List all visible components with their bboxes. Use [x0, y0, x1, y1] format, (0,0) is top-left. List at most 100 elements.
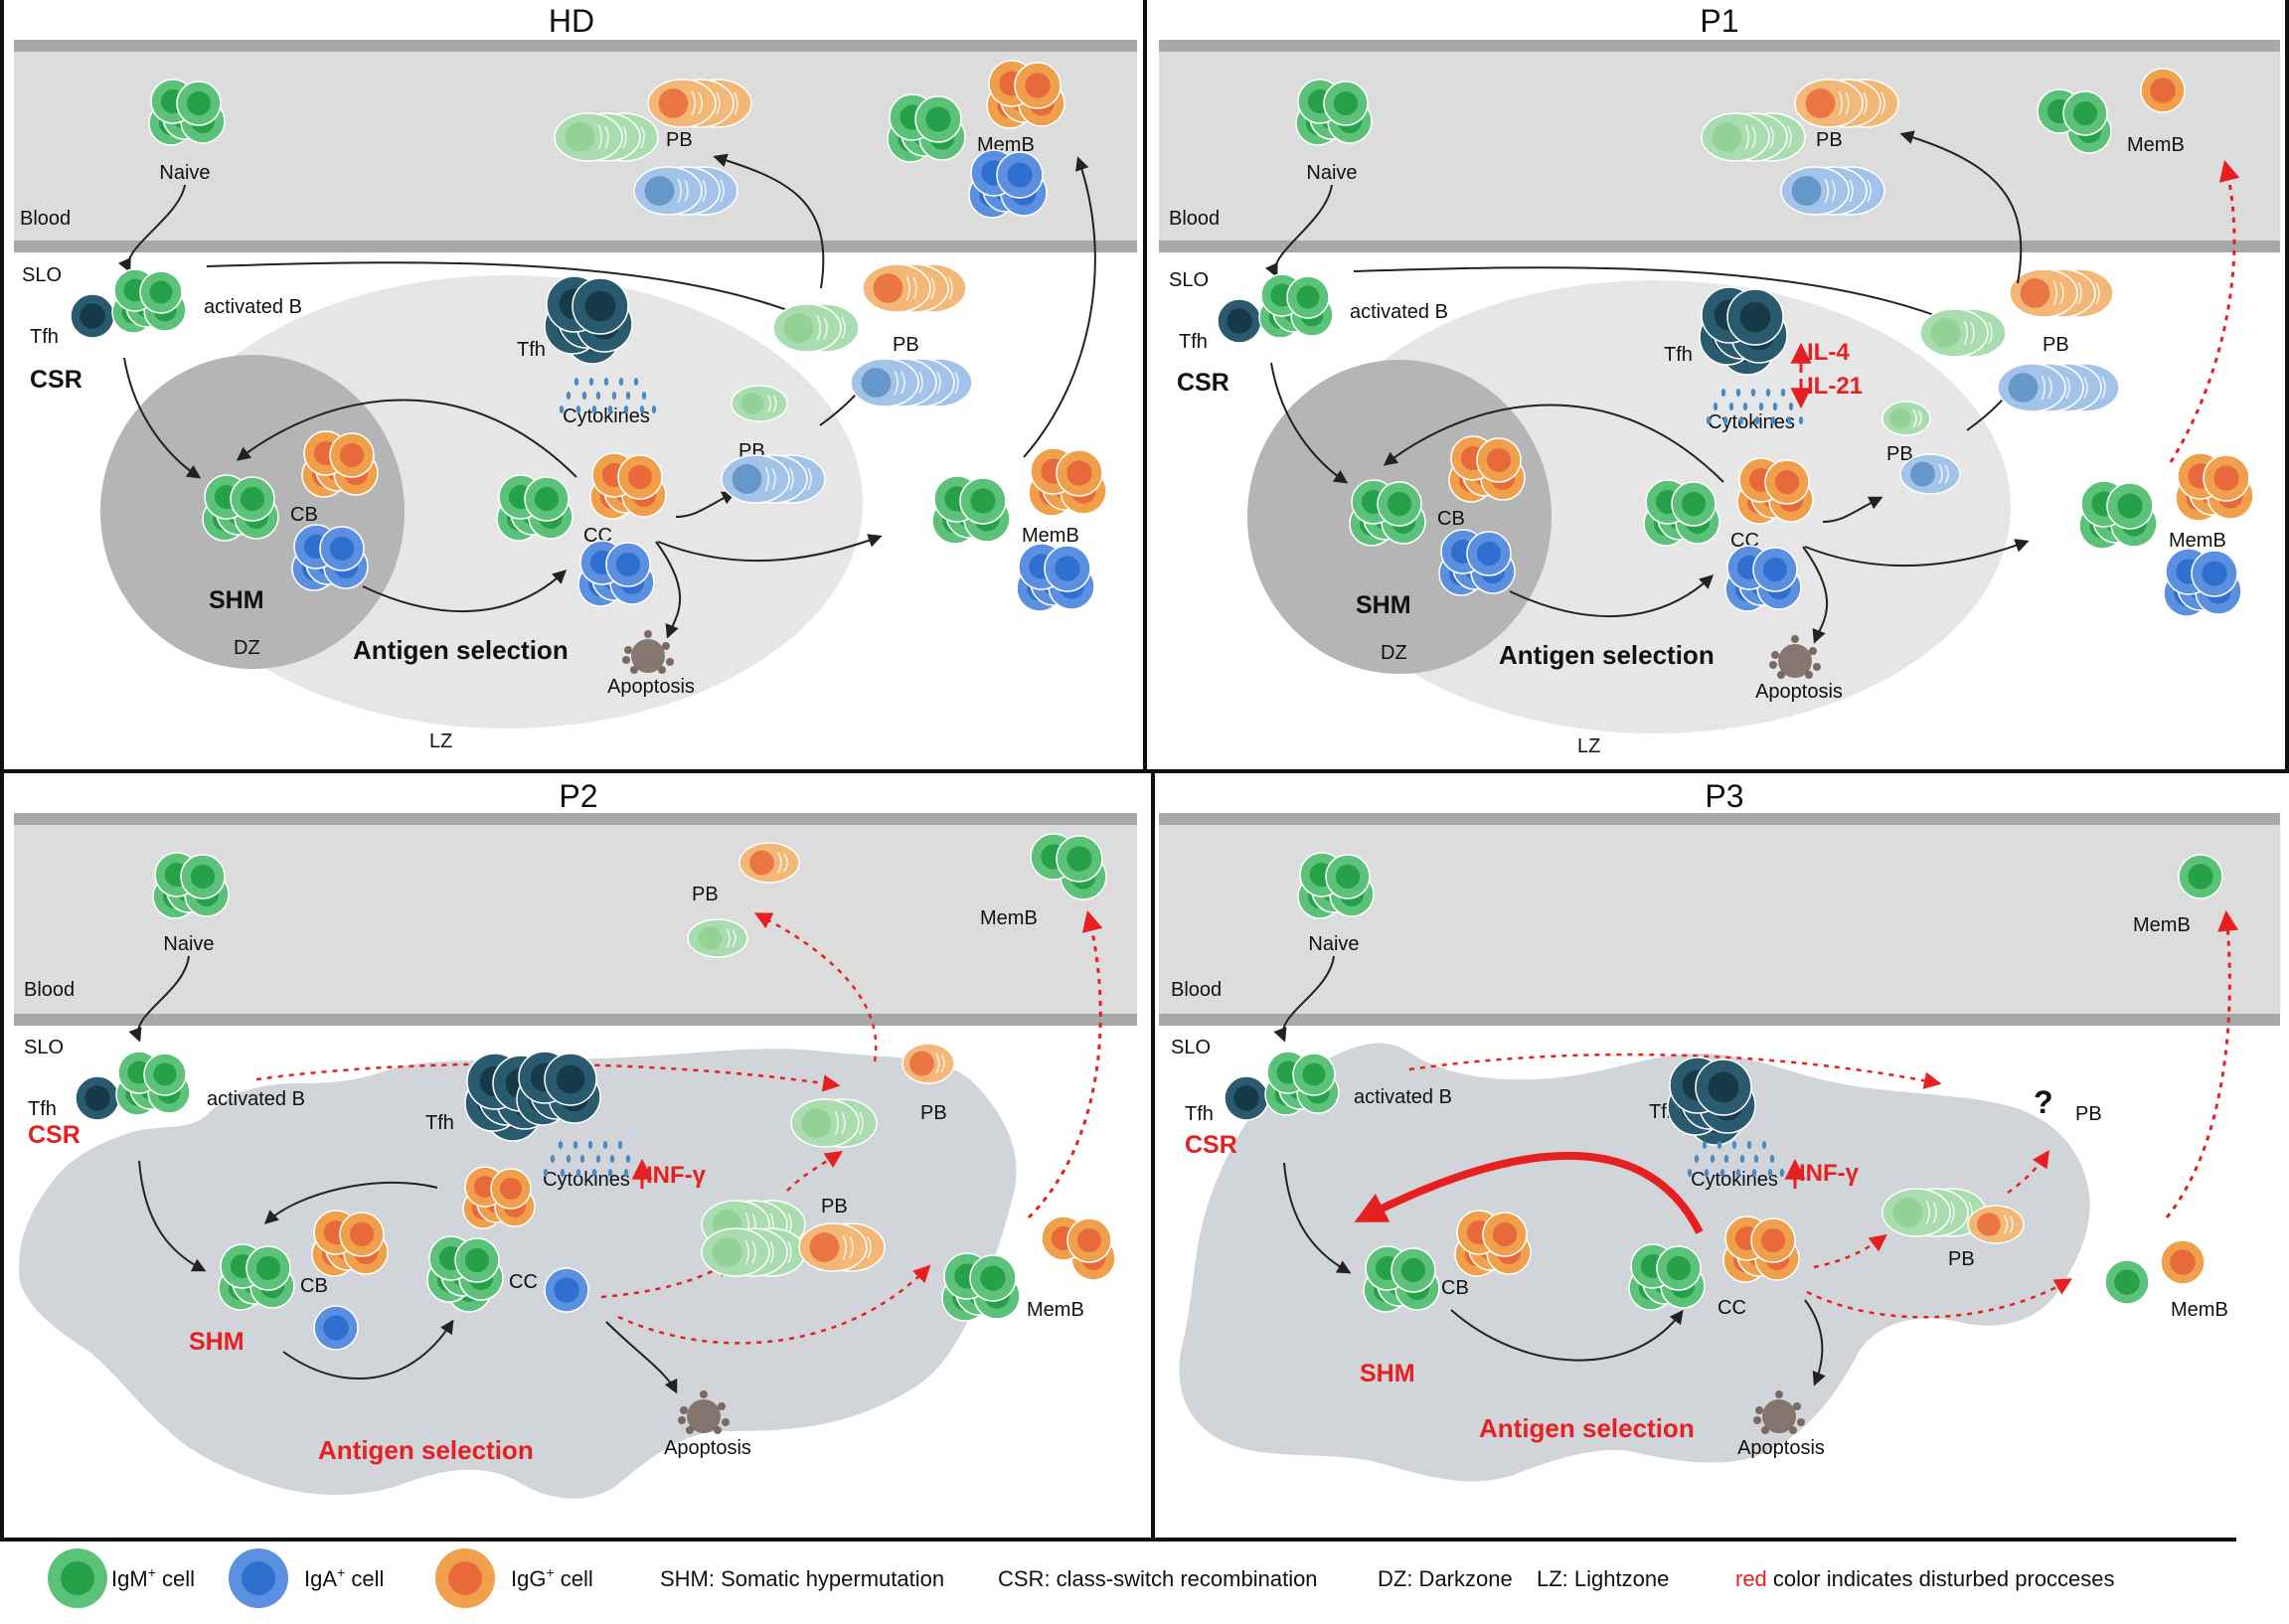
blood-label: Blood — [24, 979, 75, 1001]
cc-igm-cluster — [1643, 479, 1720, 547]
naive-b-cluster — [1297, 852, 1375, 919]
arrow — [123, 357, 202, 479]
cytokines-label: Cytokines — [1708, 411, 1795, 433]
plasma-iga — [1899, 453, 1961, 495]
panel-title: P1 — [1700, 3, 1738, 39]
cytokine-dots — [1687, 1141, 1785, 1177]
arrow — [1265, 184, 1333, 278]
cytokines-label: Cytokines — [1691, 1169, 1778, 1191]
cb-igg-cluster — [311, 1210, 389, 1277]
svg-text:red color indicates disturbed: red color indicates disturbed procceses — [1735, 1566, 2115, 1591]
naive-label: Naive — [159, 162, 210, 184]
arrow — [1804, 1299, 1826, 1386]
legend-cell-suffix: cell — [156, 1566, 195, 1591]
arrow — [1899, 130, 2023, 284]
legend-sup: + — [546, 1564, 554, 1580]
arrow — [1273, 955, 1335, 1043]
pb-igm-group — [1919, 308, 2007, 358]
cb-iga-cell — [313, 1305, 359, 1351]
red-dotted-arrow — [2165, 909, 2239, 1218]
pb-blood-igg — [1794, 79, 1899, 128]
cell-layer — [70, 60, 2254, 1434]
legend-dz: DZ: Darkzone — [1378, 1566, 1513, 1591]
legend-sup: + — [337, 1564, 345, 1580]
blood-vessel — [14, 813, 1137, 1022]
memb-label: MemB — [1022, 525, 1079, 547]
plasma-igm — [701, 1227, 770, 1277]
csr-label: CSR — [30, 366, 82, 394]
cc-iga-cell — [544, 1267, 589, 1313]
memb-label: MemB — [2171, 1299, 2228, 1321]
memb-blood-label: MemB — [2133, 914, 2191, 936]
tfh-cell — [1217, 298, 1262, 344]
pb-blood-label: PB — [692, 884, 719, 905]
apoptotic-cell-icon — [1753, 1390, 1805, 1434]
legend-lz: LZ: Lightzone — [1537, 1566, 1669, 1591]
tfh-gc-label: Tfh — [425, 1112, 454, 1134]
plasma-igg — [647, 79, 717, 128]
arrow — [362, 569, 568, 613]
plasma-iga — [1997, 363, 2066, 412]
slo-label: SLO — [22, 264, 62, 286]
antigen-selection-label: Antigen selection — [1479, 1413, 1695, 1443]
pb-blood-igm — [1701, 112, 1806, 162]
memb-igm — [2104, 1259, 2150, 1305]
activated-b-cluster — [111, 268, 187, 334]
activated-b-label: activated B — [1350, 301, 1448, 323]
pb-igg-group — [2009, 268, 2114, 318]
dz-label: DZ — [234, 637, 260, 659]
panel-borders — [0, 0, 2289, 1542]
apoptosis-label: Apoptosis — [607, 676, 695, 698]
plasma-igm — [772, 303, 842, 353]
apoptosis-label: Apoptosis — [664, 1437, 751, 1459]
memb-iga — [1016, 543, 1095, 612]
plasma-igm — [1701, 112, 1770, 162]
cb-igm-cluster — [1349, 479, 1426, 547]
lz-label: LZ — [429, 731, 452, 752]
memb-igm — [2078, 480, 2158, 550]
plasma-iga — [633, 166, 703, 216]
memb-blood-label: MemB — [2127, 134, 2185, 156]
cb-iga-cluster — [1438, 529, 1516, 596]
arrow — [713, 153, 825, 289]
pb-igg-group — [798, 1222, 886, 1272]
pb-lz-label: PB — [1886, 443, 1913, 465]
infg-label: INF-γ — [646, 1162, 707, 1189]
activated-b-label: activated B — [207, 1088, 305, 1110]
pb-gc-label: PB — [920, 1102, 947, 1124]
legend-iga: IgA+ cell — [229, 1548, 384, 1608]
memb-blood-igm — [2178, 854, 2223, 899]
arrow — [1383, 404, 1724, 483]
cc-iga-cluster — [577, 540, 655, 607]
csr-label: CSR — [1185, 1131, 1237, 1159]
red-thick-arrow — [1354, 1151, 1704, 1234]
memb-label: MemB — [1027, 1299, 1084, 1321]
activated-b-cluster — [1258, 273, 1334, 339]
plasma-igm — [1881, 401, 1931, 436]
svg-text:IgM+ cell: IgM+ cell — [111, 1564, 195, 1591]
pb-blood-label: PB — [1816, 129, 1843, 151]
legend-red-word: red — [1735, 1566, 1767, 1591]
plasma-igm — [1919, 308, 1989, 358]
plasma-igm — [1881, 1188, 1951, 1237]
pb-iga-group-2 — [850, 358, 973, 407]
pb-blood-iga — [1780, 166, 1885, 216]
cc-igg-cluster — [589, 452, 667, 520]
antigen-selection-label: Antigen selection — [1499, 640, 1715, 670]
blood-label: Blood — [20, 208, 71, 230]
cc-igg-cluster — [462, 1166, 536, 1229]
legend-igg: IgG+ cell — [435, 1548, 593, 1608]
pb-lz-label: PB — [1948, 1248, 1975, 1270]
pb-question-label: PB — [2075, 1103, 2102, 1125]
cb-igm-cluster — [1363, 1245, 1440, 1313]
vessel-wall-bottom — [14, 241, 1137, 252]
apoptotic-cell-icon — [622, 630, 674, 674]
activated-b-cluster — [1264, 1051, 1340, 1116]
cb-label: CB — [290, 504, 318, 526]
red-dotted-arrow — [1813, 1233, 1887, 1269]
memb-igg — [2160, 1239, 2206, 1285]
arrow — [1804, 539, 2030, 568]
pb-blood-igm — [554, 112, 659, 162]
legend-shm: SHM: Somatic hypermutation — [660, 1566, 944, 1591]
arrow — [1270, 362, 1349, 484]
